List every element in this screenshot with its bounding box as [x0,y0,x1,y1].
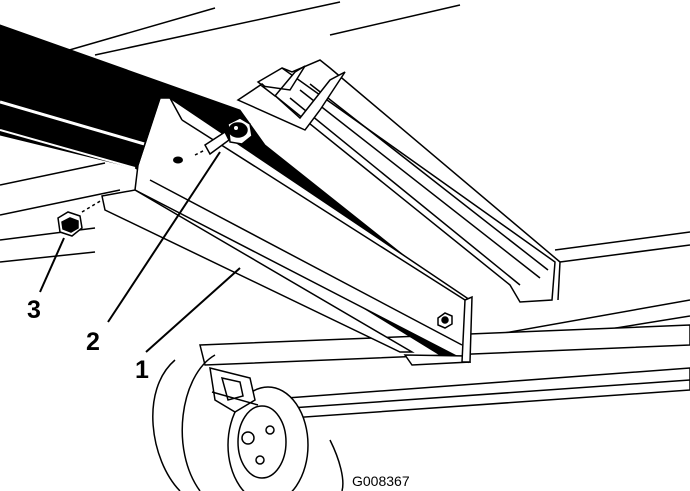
figure-id: G008367 [352,473,410,489]
bolt [194,117,253,156]
callout-1: 1 [135,356,149,384]
hex-nut-icon [57,199,103,237]
leader-lines [39,151,241,353]
wheel-assembly [152,354,344,491]
callout-2: 2 [86,328,100,356]
trailer-bed-lines [0,1,690,353]
bracket-hole [173,156,183,164]
existing-frame-channel [236,59,561,303]
angle-bracket [101,97,473,366]
lower-nut-icon [437,312,453,329]
callout-3: 3 [27,296,41,324]
